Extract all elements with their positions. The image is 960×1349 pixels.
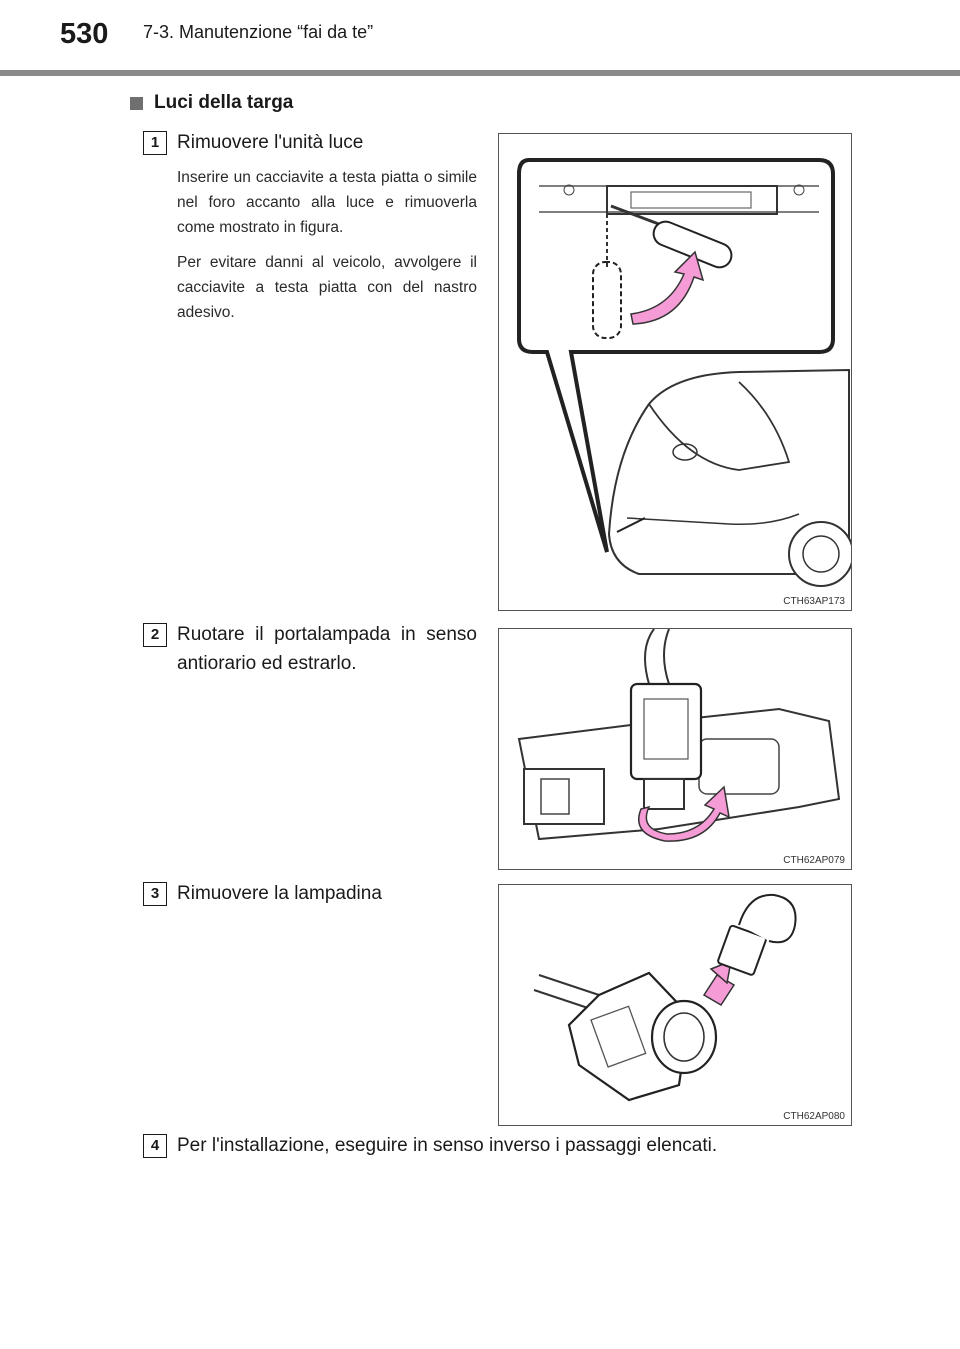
square-bullet-icon [130,96,143,110]
car-rear-screwdriver-illustration [517,158,851,587]
step-title-1: Rimuovere l'unità luce [177,132,364,153]
step-title-3: Rimuovere la lampadina [177,883,382,904]
page-header: 530 7-3. Manutenzione “fai da te” [0,0,960,80]
step-1-paragraph: Per evitare danni al veicolo, avvolgere … [177,254,477,321]
figure-code: CTH62AP080 [783,1111,845,1122]
step-title-4: Per l'installazione, eseguire in senso i… [177,1135,718,1156]
figure-rotate-socket: CTH62AP079 [498,628,852,870]
figure-code: CTH63AP173 [783,596,845,607]
step-number-4: 4 [143,1134,167,1158]
step-number-2: 2 [143,623,167,647]
step-1-paragraph: Inserire un cacciavite a testa piatta o … [177,169,477,236]
section-title: Luci della targa [154,92,294,113]
socket-rotation-illustration [517,629,841,842]
step-body-1: Inserire un cacciavite a testa piatta o … [177,165,477,335]
figure-remove-bulb: CTH62AP080 [498,884,852,1126]
figure-code: CTH62AP079 [783,855,845,866]
bulb-removal-illustration [533,893,797,1102]
section-heading: Luci della targa [130,92,293,114]
step-title-2: Ruotare il portalampada in senso antiora… [177,624,477,674]
chapter-title: 7-3. Manutenzione “fai da te” [143,22,374,42]
page-number: 530 [60,18,109,50]
step-number-3: 3 [143,882,167,906]
header-rule [0,70,960,76]
figure-remove-light-unit: CTH63AP173 [498,133,852,611]
step-number-1: 1 [143,131,167,155]
